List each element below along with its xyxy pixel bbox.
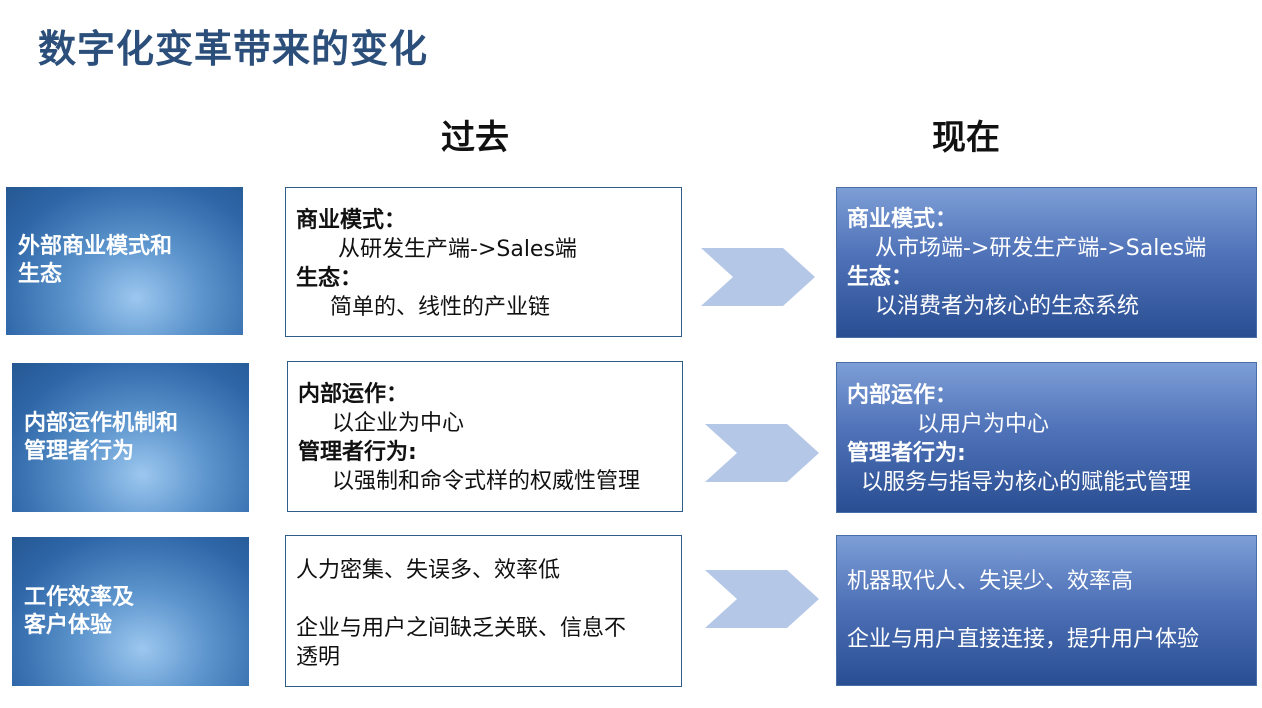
now-box-business-model: 商业模式： 从市场端->研发生产端->Sales端 生态： 以消费者为核心的生态… [836, 187, 1257, 338]
category-label-line: 外部商业模式和 [18, 234, 173, 259]
past-line: 透明 [296, 645, 341, 670]
past-line: 管理者行为: [298, 440, 417, 465]
now-line: 机器取代人、失误少、效率高 [847, 569, 1134, 594]
past-line: 从研发生产端->Sales端 [338, 237, 577, 262]
now-line [847, 596, 1246, 625]
now-box-efficiency: 机器取代人、失误少、效率高 企业与用户直接连接，提升用户体验 [836, 535, 1257, 686]
now-line: 生态： [847, 265, 914, 290]
now-line: 企业与用户直接连接，提升用户体验 [847, 627, 1200, 652]
now-box-internal-operations: 内部运作： 以用户为中心 管理者行为: 以服务与指导为核心的赋能式管理 [836, 362, 1257, 513]
now-line: 以用户为中心 [917, 412, 1050, 437]
column-header-past: 过去 [441, 118, 509, 158]
category-label-line: 工作效率及 [24, 584, 135, 610]
column-header-now: 现在 [932, 118, 1000, 158]
past-line: 生态： [296, 266, 363, 291]
category-label-line: 管理者行为 [24, 438, 135, 464]
now-line: 从市场端->研发生产端->Sales端 [875, 236, 1207, 261]
now-line: 以服务与指导为核心的赋能式管理 [861, 470, 1192, 495]
category-label-line: 客户体验 [24, 612, 113, 638]
now-line: 内部运作： [847, 383, 958, 408]
past-line: 内部运作： [298, 382, 409, 407]
now-line: 商业模式： [847, 207, 958, 232]
past-line [296, 585, 671, 614]
past-line: 商业模式： [296, 208, 407, 233]
past-line: 以企业为中心 [332, 411, 465, 436]
chevron-arrow-icon [701, 248, 815, 306]
past-box-efficiency: 人力密集、失误多、效率低 企业与用户之间缺乏关联、信息不 透明 [285, 535, 682, 687]
category-label-line: 内部运作机制和 [24, 410, 179, 436]
past-line: 以强制和命令式样的权威性管理 [332, 469, 641, 494]
category-label-line: 生态 [18, 262, 63, 287]
past-line: 企业与用户之间缺乏关联、信息不 [296, 616, 627, 641]
past-box-business-model: 商业模式： 从研发生产端->Sales端 生态： 简单的、线性的产业链 [285, 187, 682, 337]
category-box-internal-operations: 内部运作机制和 管理者行为 [12, 363, 249, 512]
chevron-arrow-icon [705, 424, 819, 482]
chevron-arrow-icon [705, 570, 819, 628]
page-title: 数字化变革带来的变化 [38, 27, 429, 71]
past-box-internal-operations: 内部运作： 以企业为中心 管理者行为: 以强制和命令式样的权威性管理 [287, 361, 683, 512]
past-line: 简单的、线性的产业链 [330, 295, 551, 320]
now-line: 管理者行为: [847, 441, 966, 466]
category-box-efficiency: 工作效率及 客户体验 [12, 537, 249, 686]
past-line: 人力密集、失误多、效率低 [296, 558, 561, 583]
now-line: 以消费者为核心的生态系统 [875, 294, 1140, 319]
category-box-business-model: 外部商业模式和 生态 [6, 187, 243, 335]
